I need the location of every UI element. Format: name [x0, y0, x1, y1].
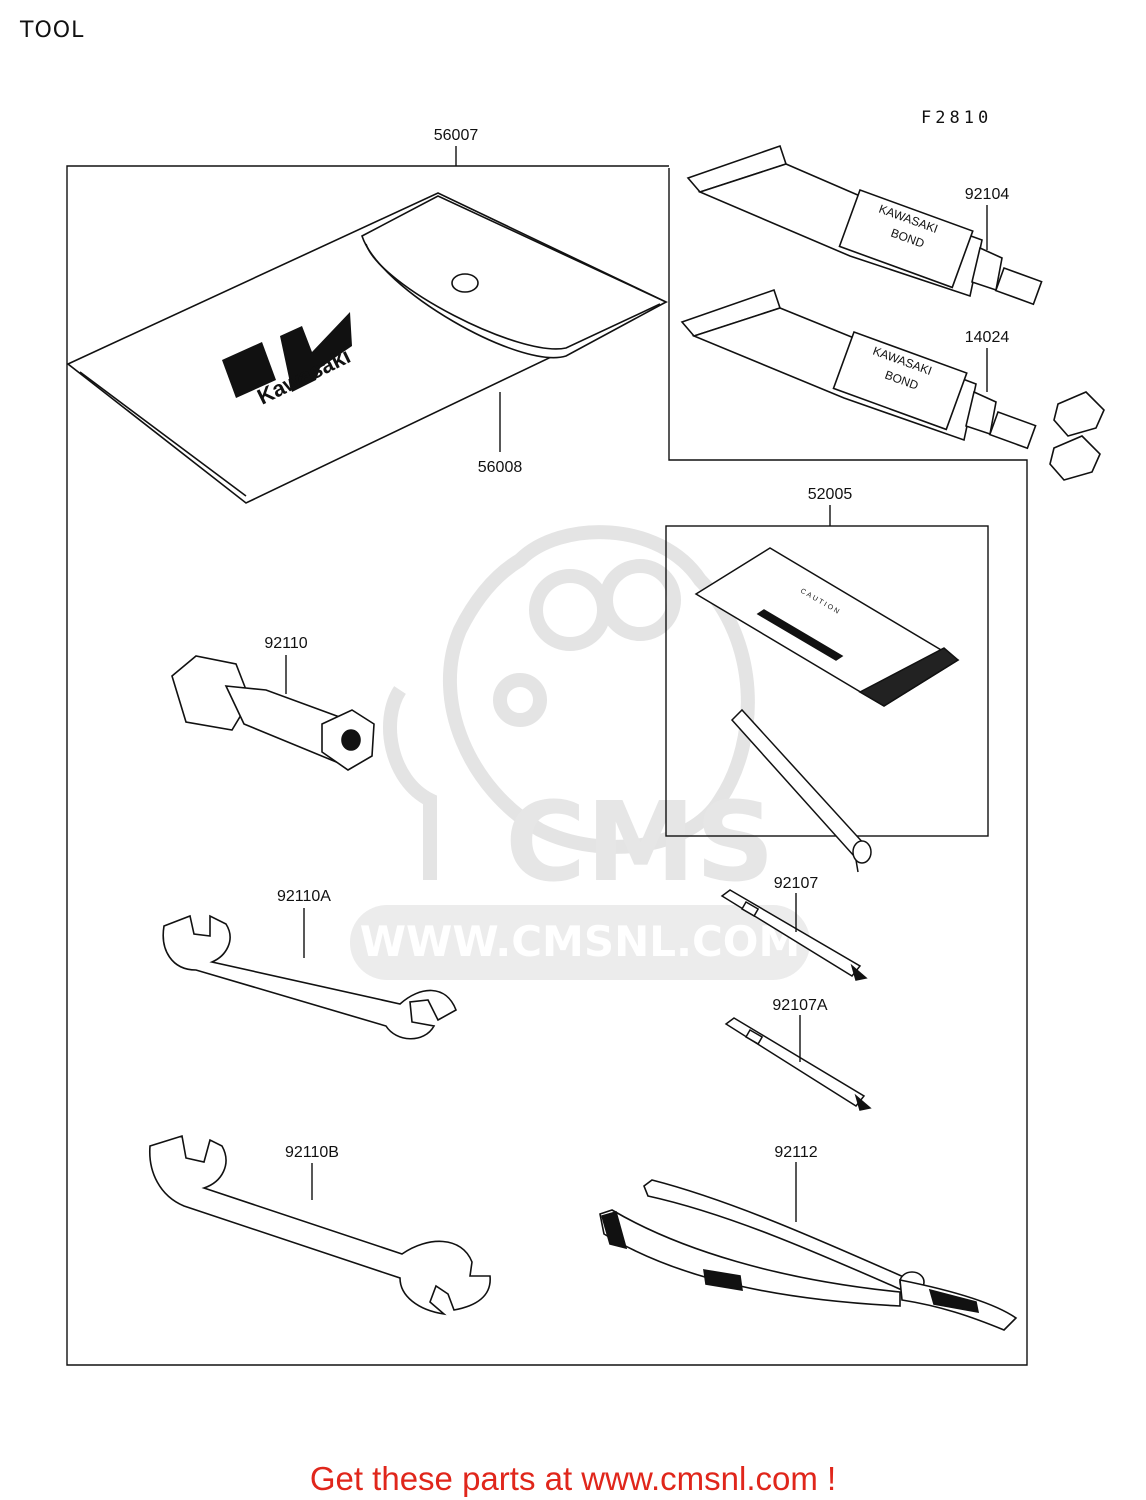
- watermark-url-text: WWW.CMSNL.COM: [360, 917, 801, 966]
- watermark-banner: [350, 905, 810, 980]
- footer-link-text[interactable]: Get these parts at www.cmsnl.com !: [309, 1460, 837, 1497]
- screwdriver-bit-92107: [720, 889, 868, 981]
- part-label-92107: 92107: [774, 875, 819, 892]
- pouch-bottom-edge: [79, 371, 247, 497]
- tool-pouch: Kawasaki: [66, 192, 668, 504]
- bond-tube-92104: KAWASAKI BOND: [686, 144, 1105, 437]
- watermark-goggle-right: [599, 559, 681, 641]
- page-title: TOOL: [20, 18, 85, 43]
- caution-card-logo-strip: [756, 609, 844, 661]
- watermark-mascot-outline: [443, 525, 755, 854]
- tube-tool: [730, 708, 872, 873]
- open-end-wrench-92110b: [149, 1134, 491, 1316]
- pouch-flap-edge: [365, 243, 661, 350]
- tube-cap-14024: [1049, 435, 1101, 481]
- part-label-92112: 92112: [774, 1144, 817, 1161]
- pouch-snap-button: [451, 273, 479, 293]
- pliers-92112: [599, 1179, 1018, 1331]
- cms-watermark: CMS WWW.CMSNL.COM: [350, 525, 810, 980]
- assembly-bracket: [66, 146, 1028, 1366]
- pliers-grip-band-2: [703, 1269, 743, 1291]
- tube-cap-92104: [1053, 391, 1105, 437]
- part-label-14024: 14024: [965, 329, 1010, 346]
- watermark-logo-text: CMS: [505, 778, 774, 906]
- socket-wrench-92110: [171, 655, 375, 771]
- bracket-outline: [66, 165, 1028, 1366]
- bond-tube-14024: KAWASAKI BOND: [680, 288, 1101, 481]
- part-label-56008: 56008: [478, 459, 523, 476]
- part-label-52005: 52005: [808, 486, 853, 503]
- watermark-goggle-left: [529, 569, 611, 651]
- part-label-56007: 56007: [434, 127, 479, 144]
- figure-id: F2810: [921, 108, 993, 128]
- pliers-grip-band: [601, 1211, 628, 1250]
- part-label-92107a: 92107A: [772, 997, 827, 1014]
- part-label-92110: 92110: [264, 635, 307, 652]
- kawasaki-k-logo: [222, 312, 352, 398]
- part-label-92110b: 92110B: [285, 1144, 339, 1161]
- watermark-wrench: [383, 686, 437, 880]
- part-label-92110a: 92110A: [277, 888, 331, 905]
- screwdriver-bit-92107a: [724, 1017, 872, 1111]
- part-label-92104: 92104: [965, 186, 1010, 203]
- open-end-wrench-92110a: [162, 914, 457, 1040]
- kit-box-52005: [665, 505, 989, 837]
- caution-card: CAUTION: [694, 547, 960, 707]
- watermark-eye: [493, 673, 547, 727]
